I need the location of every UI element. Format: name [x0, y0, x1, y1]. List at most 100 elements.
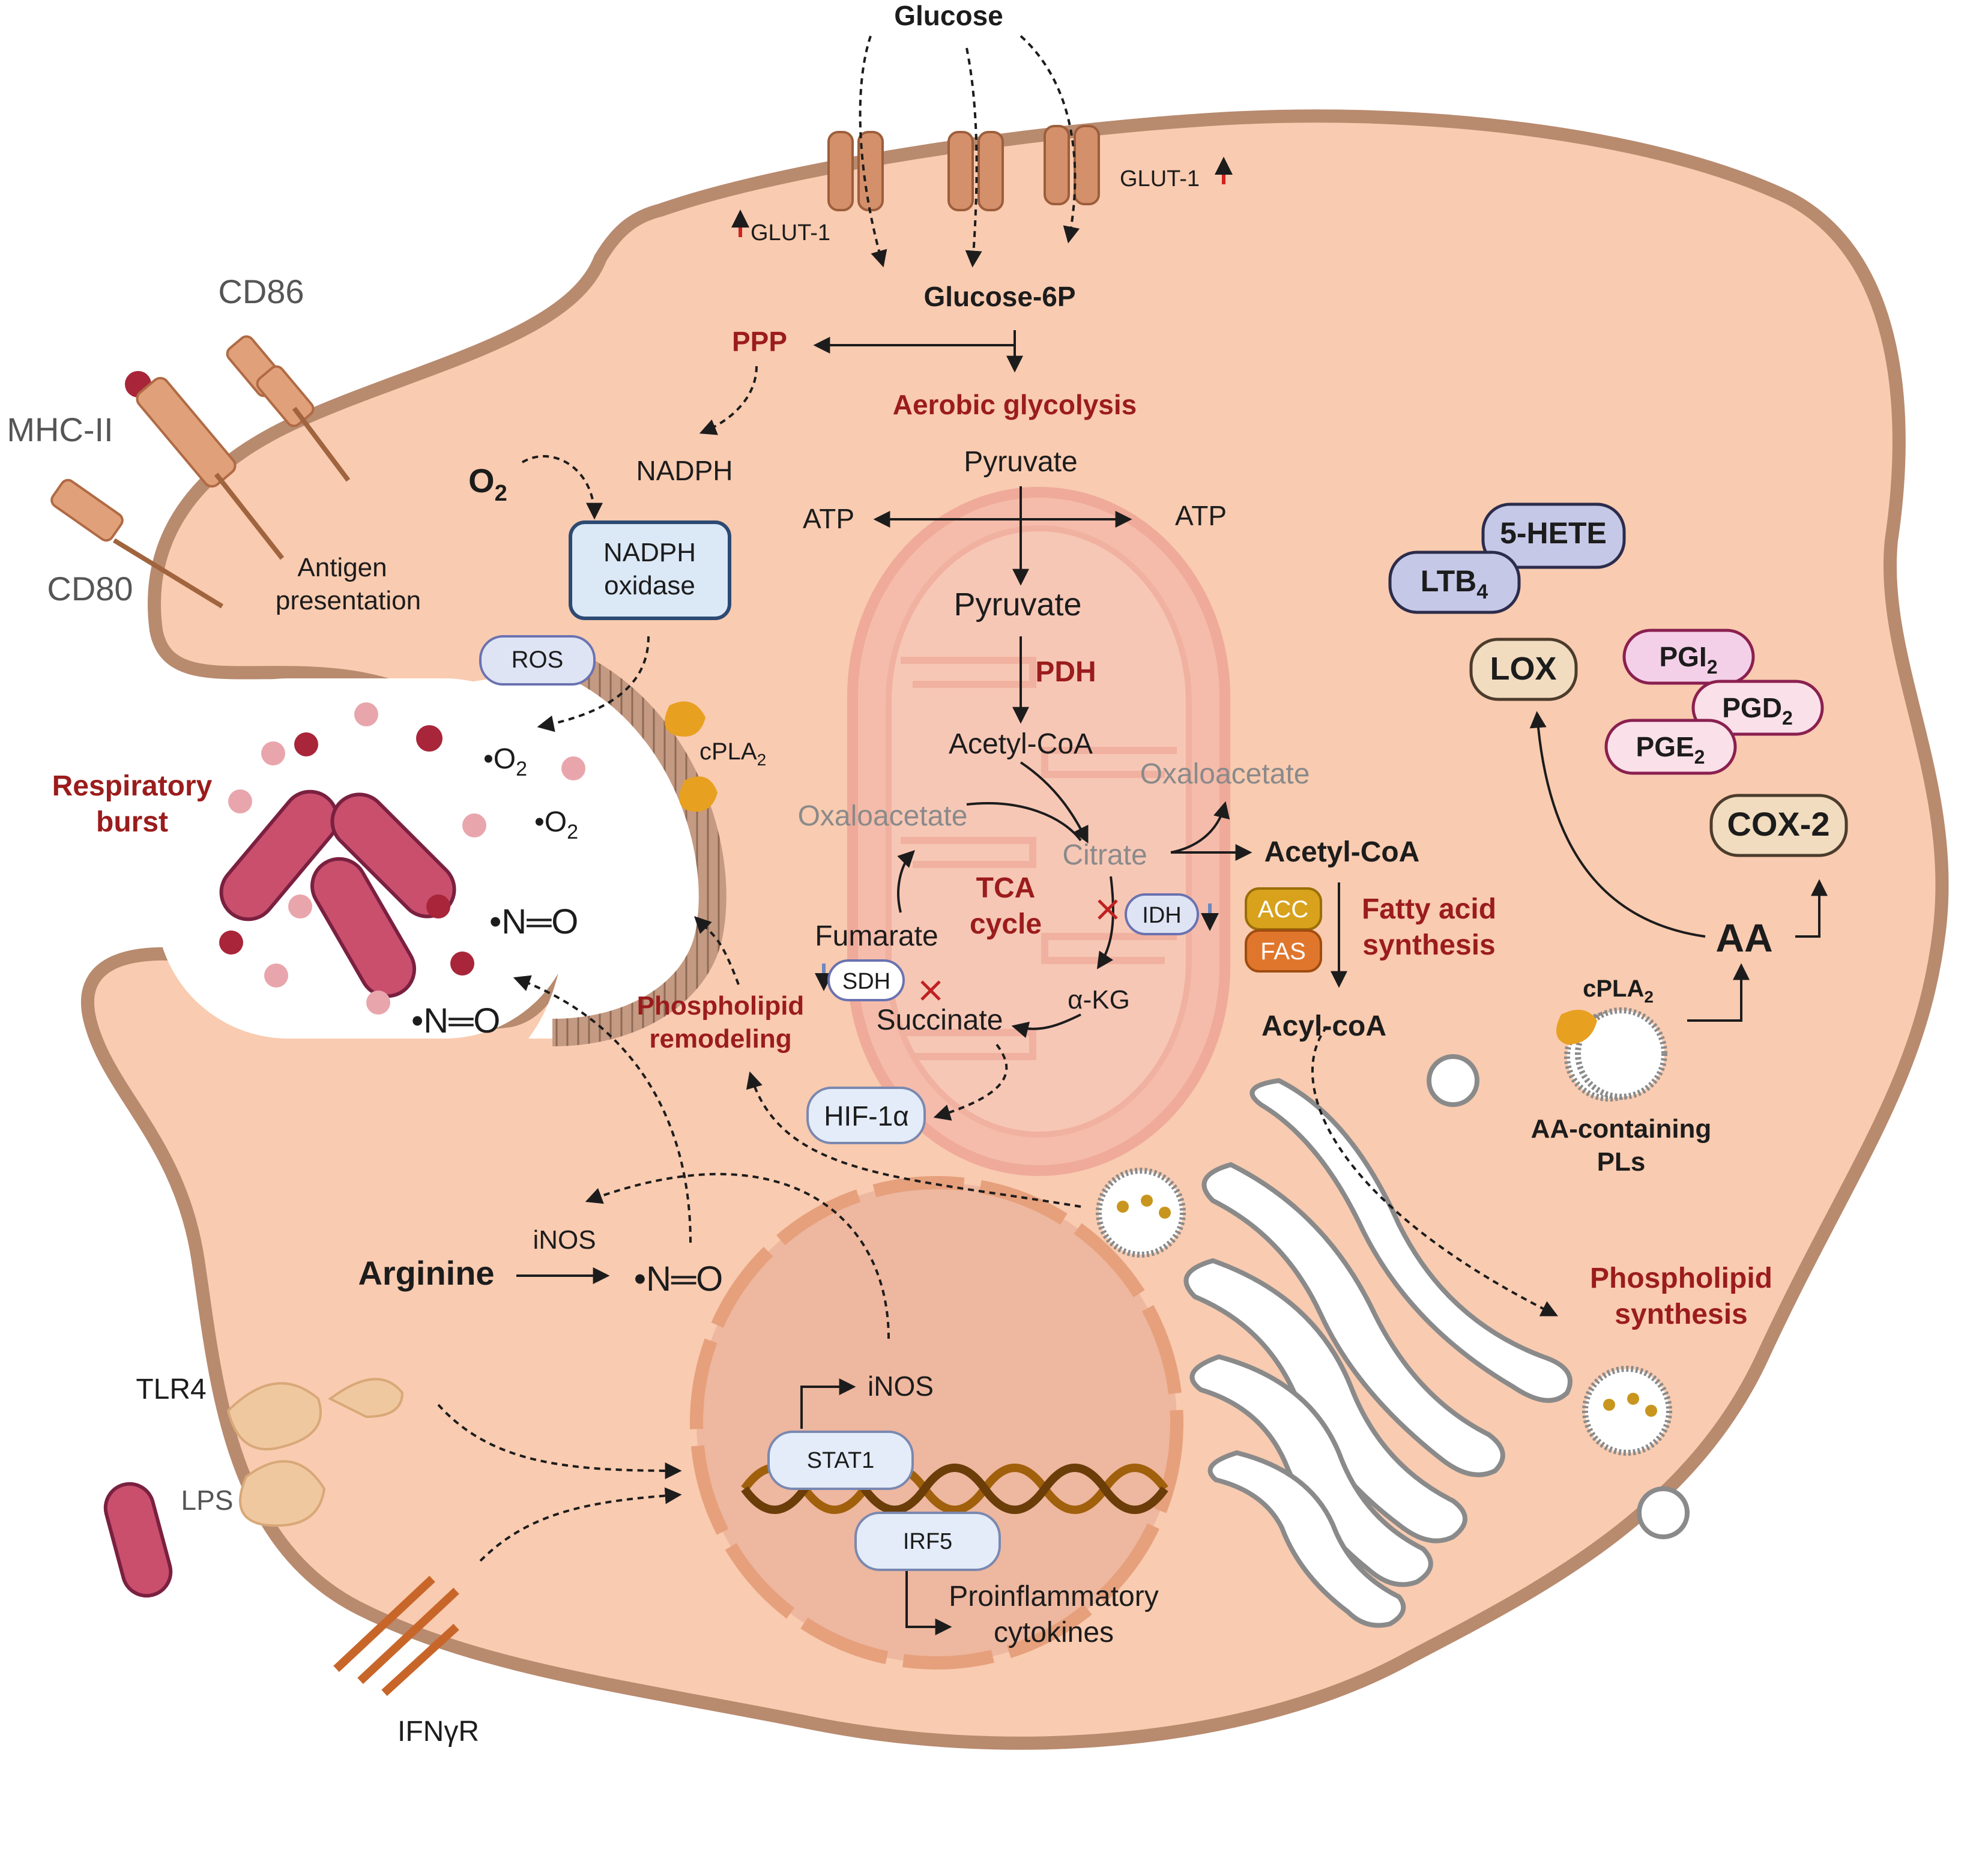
fumarate-label: Fumarate: [815, 920, 938, 952]
bacterium-lps: [103, 1482, 173, 1598]
arrow-indicators: [731, 157, 1233, 991]
phospholipid-remodeling-label-2: remodeling: [649, 1024, 791, 1054]
bacterium: [219, 789, 339, 921]
node-boxes: [479, 502, 1848, 1571]
inhibition-marks: [920, 899, 1118, 1001]
atp-right-label: ATP: [1175, 500, 1227, 531]
o2-radical-label-2: •O2: [534, 806, 578, 843]
nadph-label: NADPH: [636, 455, 733, 486]
labels: Glucose GLUT-1 GLUT-1 Glucose-6P PPP Aer…: [7, 0, 1829, 1748]
cytokines-label-2: cytokines: [994, 1617, 1114, 1648]
cpla2-phagosome-label: cPLA2: [699, 738, 766, 769]
cox2-label: COX-2: [1727, 805, 1829, 843]
succinate-label: Succinate: [877, 1004, 1003, 1036]
ifngr-receptor: [333, 1575, 459, 1697]
arrows: [437, 35, 1828, 1635]
lox-box: [1469, 638, 1578, 701]
acyl-coa-label: Acyl-coA: [1261, 1010, 1386, 1042]
aerobic-glycolysis-label: Aerobic glycolysis: [893, 389, 1137, 420]
stat1-label: STAT1: [807, 1448, 875, 1473]
lox-label: LOX: [1490, 651, 1556, 687]
respiratory-label-1: Respiratory: [52, 770, 213, 802]
aa-pls-vesicle: [1575, 1007, 1667, 1100]
glucose6p-label: Glucose-6P: [923, 281, 1075, 312]
cpla2-enzyme-phagosome: [665, 701, 718, 812]
particles: [125, 371, 585, 1015]
phospholipid-remodeling-label-1: Phospholipid: [637, 991, 805, 1021]
pyruvate-mito-label: Pyruvate: [953, 587, 1081, 623]
pge2-label: PGE2: [1636, 731, 1705, 768]
fas-label: FAS: [1260, 938, 1306, 965]
ltb4-box: [1388, 550, 1521, 614]
inos-gene-label: iNOS: [868, 1371, 934, 1402]
sdh-label: SDH: [842, 969, 890, 994]
glut1-transporters: [827, 125, 1100, 211]
sdh-box: [827, 959, 905, 1001]
tlr4-receptor: [226, 1378, 404, 1527]
pdh-label: PDH: [1035, 656, 1096, 688]
golgi-apparatus: [1183, 1054, 1690, 1628]
nadph-oxidase-label-2: oxidase: [604, 571, 695, 600]
ros-box: [479, 635, 596, 686]
glucose-label: Glucose: [894, 0, 1003, 31]
hif-box: [806, 1087, 926, 1144]
5-hete-box: [1481, 502, 1626, 569]
acetyl-coa-cyto-label: Acetyl-CoA: [1264, 836, 1420, 868]
atp-left-label: ATP: [803, 503, 854, 534]
oxaloacetate-left-label: Oxaloacetate: [798, 800, 968, 832]
cd80-label: CD80: [47, 570, 133, 608]
dna-helix: [741, 1464, 1168, 1514]
glut1-left-label: GLUT-1: [751, 220, 830, 246]
phospholipid-synthesis-label-2: synthesis: [1615, 1298, 1747, 1330]
idh-box: [1125, 893, 1199, 935]
pgi2-box: [1622, 629, 1755, 685]
acetyl-coa-mito-label: Acetyl-CoA: [949, 728, 1093, 760]
stat1-box: [767, 1431, 914, 1490]
pge2-box: [1604, 719, 1737, 775]
no-label-1: •N═O: [489, 902, 578, 941]
irf5-box: [854, 1512, 1001, 1571]
surface-receptors: [50, 335, 351, 609]
cox2-box: [1709, 794, 1848, 857]
ros-label: ROS: [512, 647, 564, 673]
oxaloacetate-right-label: Oxaloacetate: [1140, 758, 1310, 790]
aa-pls-label-2: PLs: [1597, 1147, 1646, 1177]
ltb4-label: LTB4: [1421, 564, 1488, 603]
idh-label: IDH: [1142, 903, 1181, 928]
akg-label: α-KG: [1068, 985, 1130, 1015]
mitochondrion: [847, 487, 1230, 1176]
no-label-2: •N═O: [411, 1001, 500, 1040]
tca-label-1: TCA: [976, 872, 1036, 904]
pgd2-box: [1691, 680, 1824, 736]
aa-label: AA: [1715, 915, 1772, 960]
ifngr-label: IFNγR: [397, 1716, 479, 1748]
inos-enzyme-label: iNOS: [533, 1225, 596, 1255]
antigen-label-2: presentation: [276, 586, 421, 615]
aa-pls-label-1: AA-containing: [1531, 1114, 1712, 1144]
antigen-label-1: Antigen: [297, 553, 387, 582]
nadph-oxidase-label-1: NADPH: [603, 538, 696, 567]
nadph-oxidase-box: [569, 520, 731, 620]
5-hete-label: 5-HETE: [1500, 516, 1607, 550]
citrate-label: Citrate: [1062, 839, 1147, 871]
cytokines-label-1: Proinflammatory: [949, 1581, 1158, 1612]
cpla2-enzyme-right: [1556, 1010, 1597, 1045]
acc-label: ACC: [1258, 896, 1308, 923]
tca-label-2: cycle: [970, 908, 1042, 940]
fatty-acid-label-1: Fatty acid: [1362, 893, 1496, 925]
irf5-label: IRF5: [903, 1529, 952, 1554]
cpla2-right-label: cPLA2: [1583, 976, 1654, 1006]
pyruvate-cyto-label: Pyruvate: [964, 446, 1077, 478]
arginine-label: Arginine: [358, 1254, 494, 1292]
cd86-label: CD86: [218, 273, 304, 310]
no-product-label: •N═O: [634, 1259, 723, 1298]
nucleus: [690, 1176, 1183, 1669]
lps-label: LPS: [181, 1485, 234, 1516]
o2-label: O2: [468, 462, 507, 506]
hif-label: HIF-1α: [824, 1100, 909, 1132]
fas-box: [1245, 929, 1322, 973]
pgi2-label: PGI2: [1659, 641, 1717, 678]
pgd2-label: PGD2: [1722, 692, 1792, 729]
tlr4-label: TLR4: [136, 1374, 206, 1405]
